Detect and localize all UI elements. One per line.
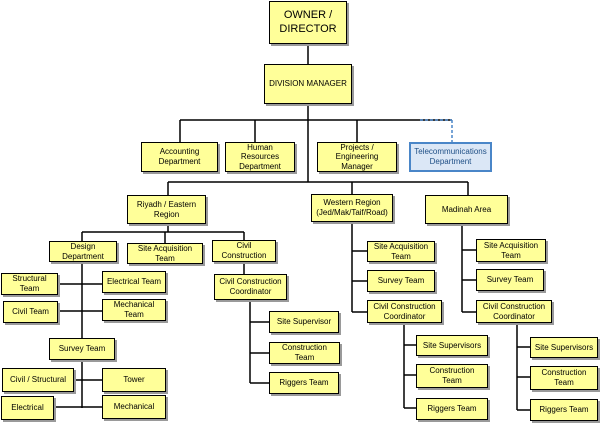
mechanical-box: Mechanical [102,395,166,419]
structural-team-box: Structural Team [1,273,58,295]
projects-engineering-manager-box: Projects / Engineering Manager [317,142,397,172]
western-region-box: Western Region (Jed/Mak/Taif/Road) [311,194,393,222]
madinah-site-acquisition-team-box: Site Acquisition Team [476,239,546,262]
madinah-riggers-team-box: Riggers Team [530,399,598,421]
survey-team-box: Survey Team [49,338,115,360]
design-department-box: Design Department [49,241,117,262]
electrical-box: Electrical [1,396,54,420]
tower-box: Tower [102,368,166,392]
owner-director-box: OWNER / DIRECTOR [269,1,347,44]
western-construction-team-box: Construction Team [416,364,488,388]
madinah-civil-construction-coordinator-box: Civil Construction Coordinator [476,300,552,323]
western-site-supervisors-box: Site Supervisors [416,335,488,356]
riyadh-civil-construction-coordinator-box: Civil Construction Coordinator [214,274,287,300]
division-manager-box: DIVISION MANAGER [264,64,352,104]
accounting-department-box: Accounting Department [141,142,218,172]
electrical-team-box: Electrical Team [102,271,166,293]
mechanical-team-box: Mechanical Team [102,299,166,321]
western-site-acquisition-team-box: Site Acquisition Team [367,241,435,262]
western-survey-team-box: Survey Team [367,270,435,292]
civil-construction-box: Civil Construction [212,240,276,262]
human-resources-department-box: Human Resources Department [225,142,295,172]
riyadh-eastern-region-box: Riyadh / Eastern Region [127,195,206,224]
madinah-site-supervisors-box: Site Supervisors [530,337,598,358]
western-civil-construction-coordinator-box: Civil Construction Coordinator [367,300,442,323]
western-riggers-team-box: Riggers Team [416,398,488,420]
riyadh-construction-team-box: Construction Team [269,342,340,364]
civil-structural-box: Civil / Structural [2,368,74,392]
site-supervisor-box: Site Supervisor [269,311,339,333]
madinah-area-box: Madinah Area [425,195,508,224]
riyadh-riggers-team-box: Riggers Team [269,372,339,394]
madinah-survey-team-box: Survey Team [476,269,544,291]
madinah-construction-team-box: Construction Team [530,366,598,390]
civil-team-box: Civil Team [3,301,58,323]
riyadh-site-acquisition-team-box: Site Acquisition Team [127,243,203,264]
telecommunications-department-box: Telecommunications Department [409,142,492,172]
